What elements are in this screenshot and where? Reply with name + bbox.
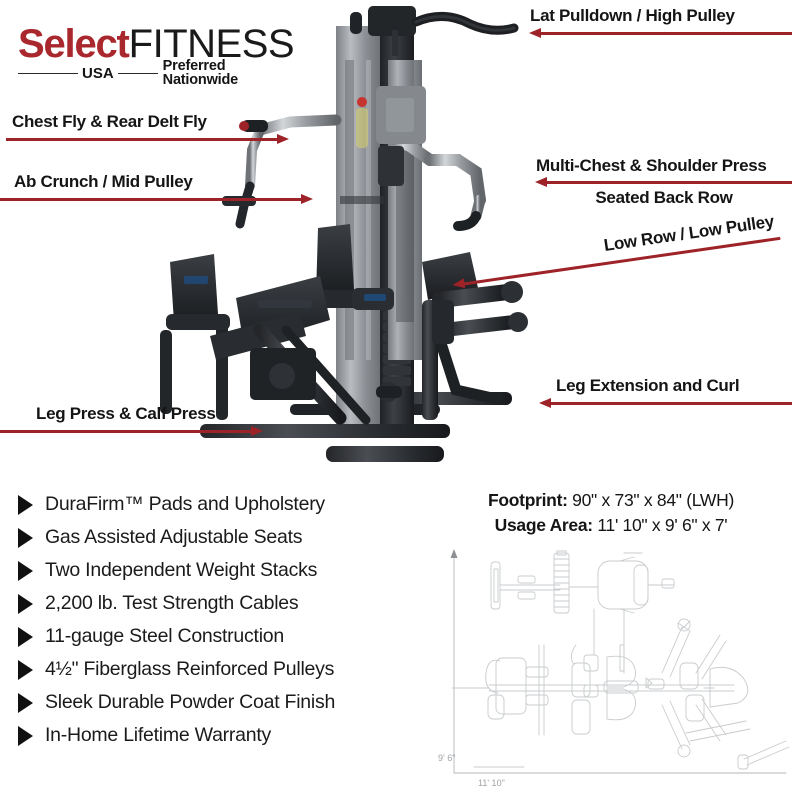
callout-multi-chest-arrow <box>535 176 792 187</box>
triangle-bullet-icon <box>18 527 33 548</box>
feature-label: Two Independent Weight Stacks <box>45 559 318 581</box>
brand-logo: Select FITNESS USA Preferred Nationwide <box>18 22 295 87</box>
feature-label: DuraFirm™ Pads and Upholstery <box>45 493 325 515</box>
logo-tagline: Preferred Nationwide <box>162 57 239 88</box>
callout-ab-crunch-label: Ab Crunch / Mid Pulley <box>14 172 193 191</box>
footprint-diagram: 9' 6" 11' 10" <box>434 545 794 790</box>
low-pulley-station <box>376 382 402 402</box>
triangle-bullet-icon <box>18 626 33 647</box>
feature-item: 11-gauge Steel Construction <box>8 620 428 653</box>
feature-label: 11-gauge Steel Construction <box>45 625 284 647</box>
callout-lat-pulldown-label: Lat Pulldown / High Pulley <box>530 6 735 25</box>
footprint-value: 90" x 73" x 84" (LWH) <box>567 490 734 510</box>
callout-leg-extension-label: Leg Extension and Curl <box>556 376 740 395</box>
usage-area-label: Usage Area: <box>494 514 593 535</box>
feature-item: In-Home Lifetime Warranty <box>8 719 428 752</box>
logo-rule-right <box>117 72 158 74</box>
leg-extension-station <box>422 252 528 404</box>
triangle-bullet-icon <box>18 692 33 713</box>
usage-area-line: Usage Area: 11' 10" x 9' 6" x 7' <box>430 513 792 538</box>
callout-lat-pulldown-arrow <box>529 27 792 38</box>
feature-label: Sleek Durable Powder Coat Finish <box>45 691 336 713</box>
callout-leg-extension: Leg Extension and Curl <box>539 376 792 408</box>
feature-item: Sleek Durable Powder Coat Finish <box>8 686 428 719</box>
feature-item: Two Independent Weight Stacks <box>8 554 428 587</box>
triangle-bullet-icon <box>18 494 33 515</box>
logo-rule-left <box>18 72 78 74</box>
press-arms <box>356 86 486 231</box>
diagram-center-pads <box>603 644 639 721</box>
feature-label: In-Home Lifetime Warranty <box>45 724 272 746</box>
leg-press-station <box>210 276 371 425</box>
diagram-height-dimension: 9' 6" <box>438 753 455 763</box>
triangle-bullet-icon <box>18 659 33 680</box>
diagram-accessory-bar <box>737 740 790 770</box>
footprint-label: Footprint: <box>488 490 568 510</box>
logo-select-text: Select <box>18 22 130 66</box>
diagram-left-station <box>451 644 549 736</box>
home-gym-illustration <box>160 6 528 462</box>
diagram-mid-mechanism <box>571 644 599 735</box>
feature-label: 4½" Fiberglass Reinforced Pulleys <box>45 658 335 680</box>
callout-ab-crunch: Ab Crunch / Mid Pulley <box>0 172 313 204</box>
feature-item: 2,200 lb. Test Strength Cables <box>8 587 428 620</box>
ab-crunch-seat <box>160 254 230 414</box>
triangle-bullet-icon <box>18 560 33 581</box>
logo-wordmark: Select FITNESS <box>18 22 295 66</box>
callout-multi-chest-label: Multi-Chest & Shoulder Press <box>536 156 767 175</box>
triangle-bullet-icon <box>18 725 33 746</box>
feature-label: Gas Assisted Adjustable Seats <box>45 526 303 548</box>
callout-ab-crunch-arrow <box>0 193 313 204</box>
diagram-upper-assembly <box>490 550 675 614</box>
diagram-axes <box>450 549 787 774</box>
logo-usa-text: USA <box>82 64 114 82</box>
callout-multi-chest: Multi-Chest & Shoulder Press Seated Back… <box>535 156 792 207</box>
footprint-line: Footprint: 90" x 73" x 84" (LWH) <box>430 488 792 513</box>
diagram-right-station <box>645 618 751 758</box>
logo-subline: USA Preferred Nationwide <box>18 58 280 87</box>
feature-label: 2,200 lb. Test Strength Cables <box>45 592 299 614</box>
diagram-width-dimension: 11' 10" <box>478 778 505 788</box>
triangle-bullet-icon <box>18 593 33 614</box>
callout-leg-press-arrow <box>0 425 263 436</box>
high-pulley-assembly <box>368 6 519 56</box>
callout-leg-press-label: Leg Press & Calf Press <box>36 404 216 423</box>
callout-lat-pulldown: Lat Pulldown / High Pulley <box>529 6 792 38</box>
callout-chest-fly-arrow <box>6 133 289 144</box>
feature-item: Gas Assisted Adjustable Seats <box>8 521 428 554</box>
product-photo <box>140 0 560 480</box>
logo-fitness-text: FITNESS <box>128 22 295 66</box>
feature-list: DuraFirm™ Pads and Upholstery Gas Assist… <box>8 488 428 752</box>
spec-block: Footprint: 90" x 73" x 84" (LWH) Usage A… <box>430 488 792 538</box>
callout-chest-fly: Chest Fly & Rear Delt Fly <box>6 112 289 144</box>
callout-leg-extension-arrow <box>539 397 792 408</box>
callout-leg-press: Leg Press & Calf Press <box>0 404 263 436</box>
callout-chest-fly-label: Chest Fly & Rear Delt Fly <box>12 112 207 131</box>
feature-item: 4½" Fiberglass Reinforced Pulleys <box>8 653 428 686</box>
feature-item: DuraFirm™ Pads and Upholstery <box>8 488 428 521</box>
usage-area-value: 11' 10" x 9' 6" x 7' <box>592 514 728 535</box>
callout-multi-chest-label2: Seated Back Row <box>595 187 733 207</box>
footprint-top-view: 9' 6" 11' 10" <box>438 549 790 788</box>
